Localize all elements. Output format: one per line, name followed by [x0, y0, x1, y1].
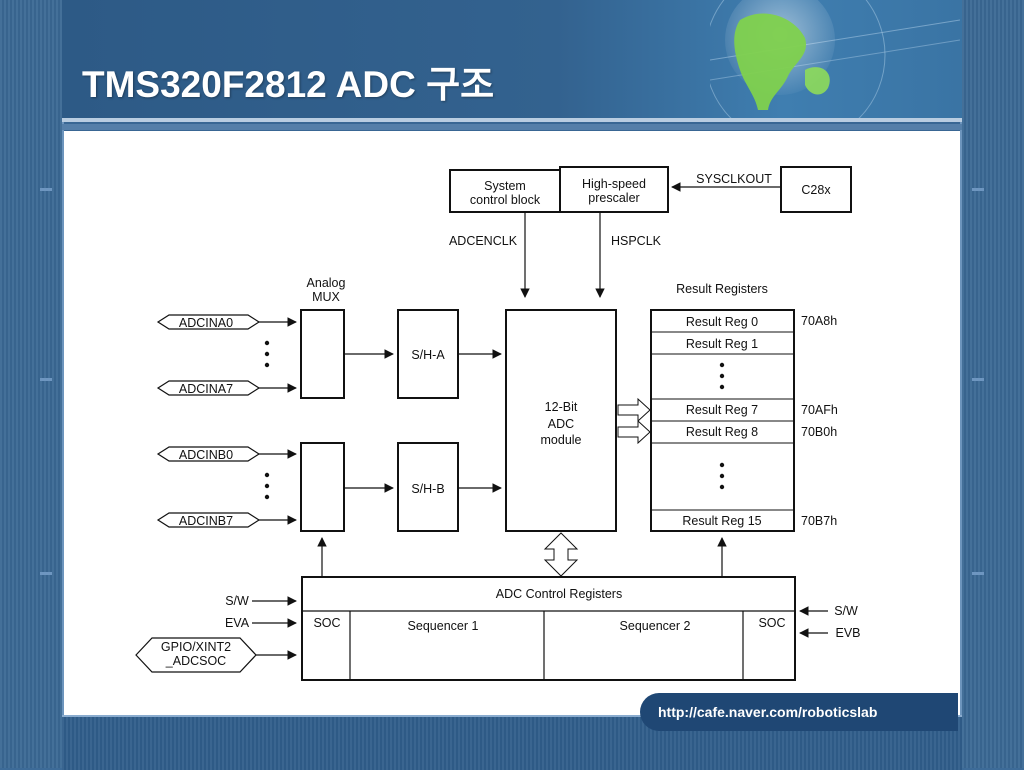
adcinb0-label: ADCINB0 — [179, 448, 233, 462]
prescaler-label: prescaler — [588, 191, 639, 205]
address-label: 70B7h — [801, 514, 837, 528]
prescaler-block — [559, 166, 669, 213]
result-registers-title: Result Registers — [676, 282, 768, 296]
soc-left-label: SOC — [313, 616, 340, 630]
slide-title: TMS320F2812 ADC 구조 — [82, 64, 495, 105]
c28x-block — [780, 166, 852, 213]
system-control-label: System — [484, 179, 526, 193]
analog-mux-a — [300, 309, 345, 399]
adc-module-label: module — [541, 433, 582, 447]
footer-url: http://cafe.naver.com/roboticslab — [658, 704, 878, 720]
sh-b-block — [397, 442, 459, 532]
adcenclk-label: ADCENCLK — [449, 234, 518, 248]
analog-mux-b — [300, 442, 345, 532]
analog-mux-label: Analog — [307, 276, 346, 290]
adcina0-label: ADCINA0 — [179, 316, 233, 330]
result-reg-7-label: Result Reg 7 — [686, 403, 758, 417]
analog-mux-label: MUX — [312, 290, 340, 304]
evb-label: EVB — [835, 626, 860, 640]
strip-mark — [40, 188, 52, 191]
adcinb7-label: ADCINB7 — [179, 514, 233, 528]
adc-module-label: 12-Bit — [545, 400, 578, 414]
right-side-strip — [960, 0, 1024, 768]
eva-label: EVA — [225, 616, 250, 630]
globe-icon — [710, 0, 960, 118]
bidirectional-arrow-icon — [543, 532, 579, 577]
prescaler-label: High-speed — [582, 177, 646, 191]
sw-left-label: S/W — [225, 594, 249, 608]
strip-mark — [972, 188, 984, 191]
address-label: 70A8h — [801, 314, 837, 328]
result-reg-15-label: Result Reg 15 — [682, 514, 761, 528]
adcina7-label: ADCINA7 — [179, 382, 233, 396]
soc-right-label: SOC — [758, 616, 785, 630]
footer-url-pill — [640, 693, 958, 731]
strip-mark — [40, 572, 52, 575]
adc-block-diagram: System control block High-speed prescale… — [135, 166, 861, 681]
result-reg-1-label: Result Reg 1 — [686, 337, 758, 351]
hspclk-label: HSPCLK — [611, 234, 662, 248]
sw-right-label: S/W — [834, 604, 858, 618]
adc-control-registers-block — [301, 576, 796, 681]
result-reg-8-label: Result Reg 8 — [686, 425, 758, 439]
left-side-strip — [0, 0, 64, 768]
strip-mark — [972, 378, 984, 381]
system-control-label: control block — [470, 193, 541, 207]
sh-b-label: S/H-B — [411, 482, 444, 496]
strip-mark — [40, 378, 52, 381]
c28x-label: C28x — [801, 183, 831, 197]
strip-mark — [972, 572, 984, 575]
adc-module-label: ADC — [548, 417, 574, 431]
sequencer-1-label: Sequencer 1 — [408, 619, 479, 633]
sysclkout-label: SYSCLKOUT — [696, 172, 772, 186]
result-reg-0-label: Result Reg 0 — [686, 315, 758, 329]
address-label: 70B0h — [801, 425, 837, 439]
header-divider — [62, 124, 962, 130]
header-divider — [62, 118, 962, 122]
adc-control-registers-label: ADC Control Registers — [496, 587, 622, 601]
sequencer-2-label: Sequencer 2 — [620, 619, 691, 633]
gpio-xint2-label: _ADCSOC — [165, 654, 226, 668]
adc-module-block — [505, 309, 617, 532]
gpio-xint2-label: GPIO/XINT2 — [161, 640, 231, 654]
sh-a-label: S/H-A — [411, 348, 445, 362]
address-label: 70AFh — [801, 403, 838, 417]
content-panel: System control block High-speed prescale… — [64, 131, 960, 715]
